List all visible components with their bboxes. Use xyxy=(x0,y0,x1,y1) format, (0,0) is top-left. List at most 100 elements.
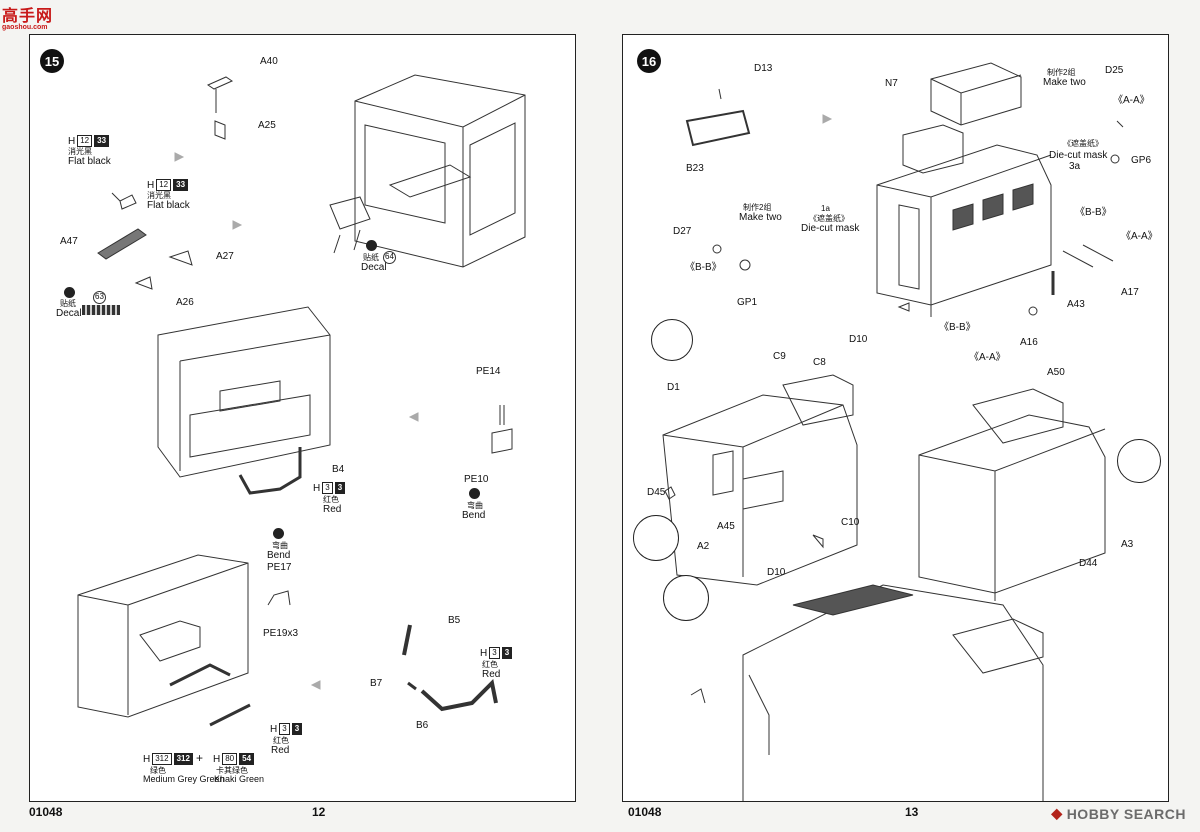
paint-callout-h12-b: H 12 33 xyxy=(147,179,189,191)
label-d27: D27 xyxy=(673,226,692,237)
bend-pe17-cn: 弯曲 xyxy=(272,541,288,550)
detail-callout-a2 xyxy=(663,575,709,621)
paint-kg-en: Khaki Green xyxy=(214,774,265,784)
bend-pe17-en: Bend xyxy=(267,550,291,561)
instruction-page-right: 16 xyxy=(622,34,1169,802)
paint-callout-red-bottom: H 3 3 xyxy=(270,723,303,735)
label-c9: C9 xyxy=(773,351,786,362)
hobby-search-logo-icon: ◆ xyxy=(1051,805,1063,821)
decal-64-cn: 贴纸 xyxy=(363,253,379,262)
label-a26: A26 xyxy=(176,297,194,308)
paint-plus-sign: + xyxy=(196,751,204,765)
product-code-right: 01048 xyxy=(628,805,662,819)
die-cut-mask-cn: 《遮盖纸》 xyxy=(1063,139,1103,148)
label-d25: D25 xyxy=(1105,65,1124,76)
label-a43: A43 xyxy=(1067,299,1085,310)
step-number-badge: 16 xyxy=(637,49,661,73)
make-two-b-en: Make two xyxy=(739,212,782,223)
cab-assembly-bottom-drawing xyxy=(77,554,251,727)
part-d13-drawing xyxy=(718,88,722,100)
detail-callout-d1 xyxy=(651,319,693,361)
part-n7-drawing xyxy=(930,62,1022,126)
decal-63-number: 63 xyxy=(93,291,106,304)
hobby-search-watermark: ◆ HOBBY SEARCH xyxy=(1051,805,1186,822)
detail-callout-d45 xyxy=(633,515,679,561)
label-d44: D44 xyxy=(1079,558,1098,569)
instruction-page-left: 15 xyxy=(29,34,576,802)
label-section-bb-2: 《B-B》 xyxy=(1075,207,1112,218)
label-a17: A17 xyxy=(1121,287,1139,298)
bend-icon xyxy=(273,528,284,539)
paint-kg-cn: 卡其绿色 xyxy=(216,766,248,775)
label-section-bb-1: 《B-B》 xyxy=(685,262,722,273)
part-a2-detail-drawing xyxy=(690,688,706,704)
label-pe17: PE17 xyxy=(267,562,292,573)
label-a25: A25 xyxy=(258,120,276,131)
label-pe19: PE19x3 xyxy=(263,628,299,639)
paint-mgg-en: Medium Grey Green xyxy=(143,774,225,784)
watermark-url: gaoshou.com xyxy=(2,24,48,31)
decal-64-en: Decal xyxy=(361,262,387,273)
label-section-aa-1: 《A-A》 xyxy=(1113,95,1150,106)
paint-h12-a-cn: 消光黑 xyxy=(68,147,92,156)
die-cut-mask2-cn: 《遮盖纸》 xyxy=(809,214,849,223)
die-cut-mask2-en: Die-cut mask xyxy=(801,223,860,234)
decal-63-en: Decal xyxy=(56,308,82,319)
paint-red-b6-cn: 红色 xyxy=(482,660,498,669)
paint-red-b6-en: Red xyxy=(482,669,501,680)
decal-63-cn: 贴纸 xyxy=(60,299,76,308)
bend-pe10-cn: 弯曲 xyxy=(467,501,483,510)
label-d10-a: D10 xyxy=(849,334,868,345)
part-gp1-drawing xyxy=(739,259,751,271)
part-gp6-drawing xyxy=(1110,154,1120,164)
hobby-search-text: HOBBY SEARCH xyxy=(1066,805,1186,822)
label-gp1: GP1 xyxy=(737,297,758,308)
part-b5-drawing xyxy=(402,624,412,656)
label-d13: D13 xyxy=(754,63,773,74)
cab-assembly-middle-right-drawing xyxy=(918,388,1106,601)
part-b7-drawing xyxy=(407,681,417,691)
paint-callout-red-b4: H 3 3 xyxy=(313,482,346,494)
paint-callout-h12-a: H 12 33 xyxy=(68,135,110,147)
label-b23: B23 xyxy=(686,163,704,174)
part-b23-drawing xyxy=(685,109,751,147)
part-pe10-drawing xyxy=(491,428,513,454)
site-watermark-logo: 高手网 gaoshou.com xyxy=(2,2,72,36)
make-two-en: Make two xyxy=(1043,77,1086,88)
part-a40-drawing xyxy=(206,76,234,113)
step16-drawings xyxy=(662,62,1124,801)
make-two-b-cn: 制作2组 xyxy=(743,203,772,212)
paint-callout-khaki-green: H 80 54 xyxy=(213,753,255,765)
label-a16: A16 xyxy=(1020,337,1038,348)
page-number-left: 12 xyxy=(312,805,326,819)
part-d10b-drawing xyxy=(812,534,824,549)
step15-drawings xyxy=(77,74,526,727)
label-b6: B6 xyxy=(416,720,429,731)
paint-h12-b-en: Flat black xyxy=(147,200,190,211)
label-b7: B7 xyxy=(370,678,383,689)
part-d10a-drawing xyxy=(897,302,910,312)
cab-assembly-middle-left-drawing xyxy=(662,374,858,586)
bend-pe10-en: Bend xyxy=(462,510,486,521)
part-b6-drawing xyxy=(420,678,498,712)
part-d25-drawing xyxy=(1116,120,1124,128)
paint-h12-b-cn: 消光黑 xyxy=(147,191,171,200)
label-gp6: GP6 xyxy=(1131,155,1152,166)
paint-red-bottom-en: Red xyxy=(271,745,290,756)
cab-assembly-top-drawing xyxy=(329,74,526,268)
vehicle-assembly-bottom-drawing xyxy=(742,584,1044,801)
watermark-text: 高手网 xyxy=(2,8,54,25)
label-pe10: PE10 xyxy=(464,474,489,485)
step-number-badge: 15 xyxy=(40,49,64,73)
label-a45: A45 xyxy=(717,521,735,532)
part-a47-drawing xyxy=(97,192,147,260)
label-1a: 1a xyxy=(821,204,830,213)
label-c10: C10 xyxy=(841,517,860,528)
die-cut-mask-num: 3a xyxy=(1069,161,1081,172)
cab-assembly-middle-drawing xyxy=(157,306,331,495)
label-d10-b: D10 xyxy=(767,567,786,578)
die-cut-mask-en: Die-cut mask xyxy=(1049,150,1108,161)
make-two-cn: 制作2组 xyxy=(1047,68,1076,77)
label-d1: D1 xyxy=(667,382,680,393)
